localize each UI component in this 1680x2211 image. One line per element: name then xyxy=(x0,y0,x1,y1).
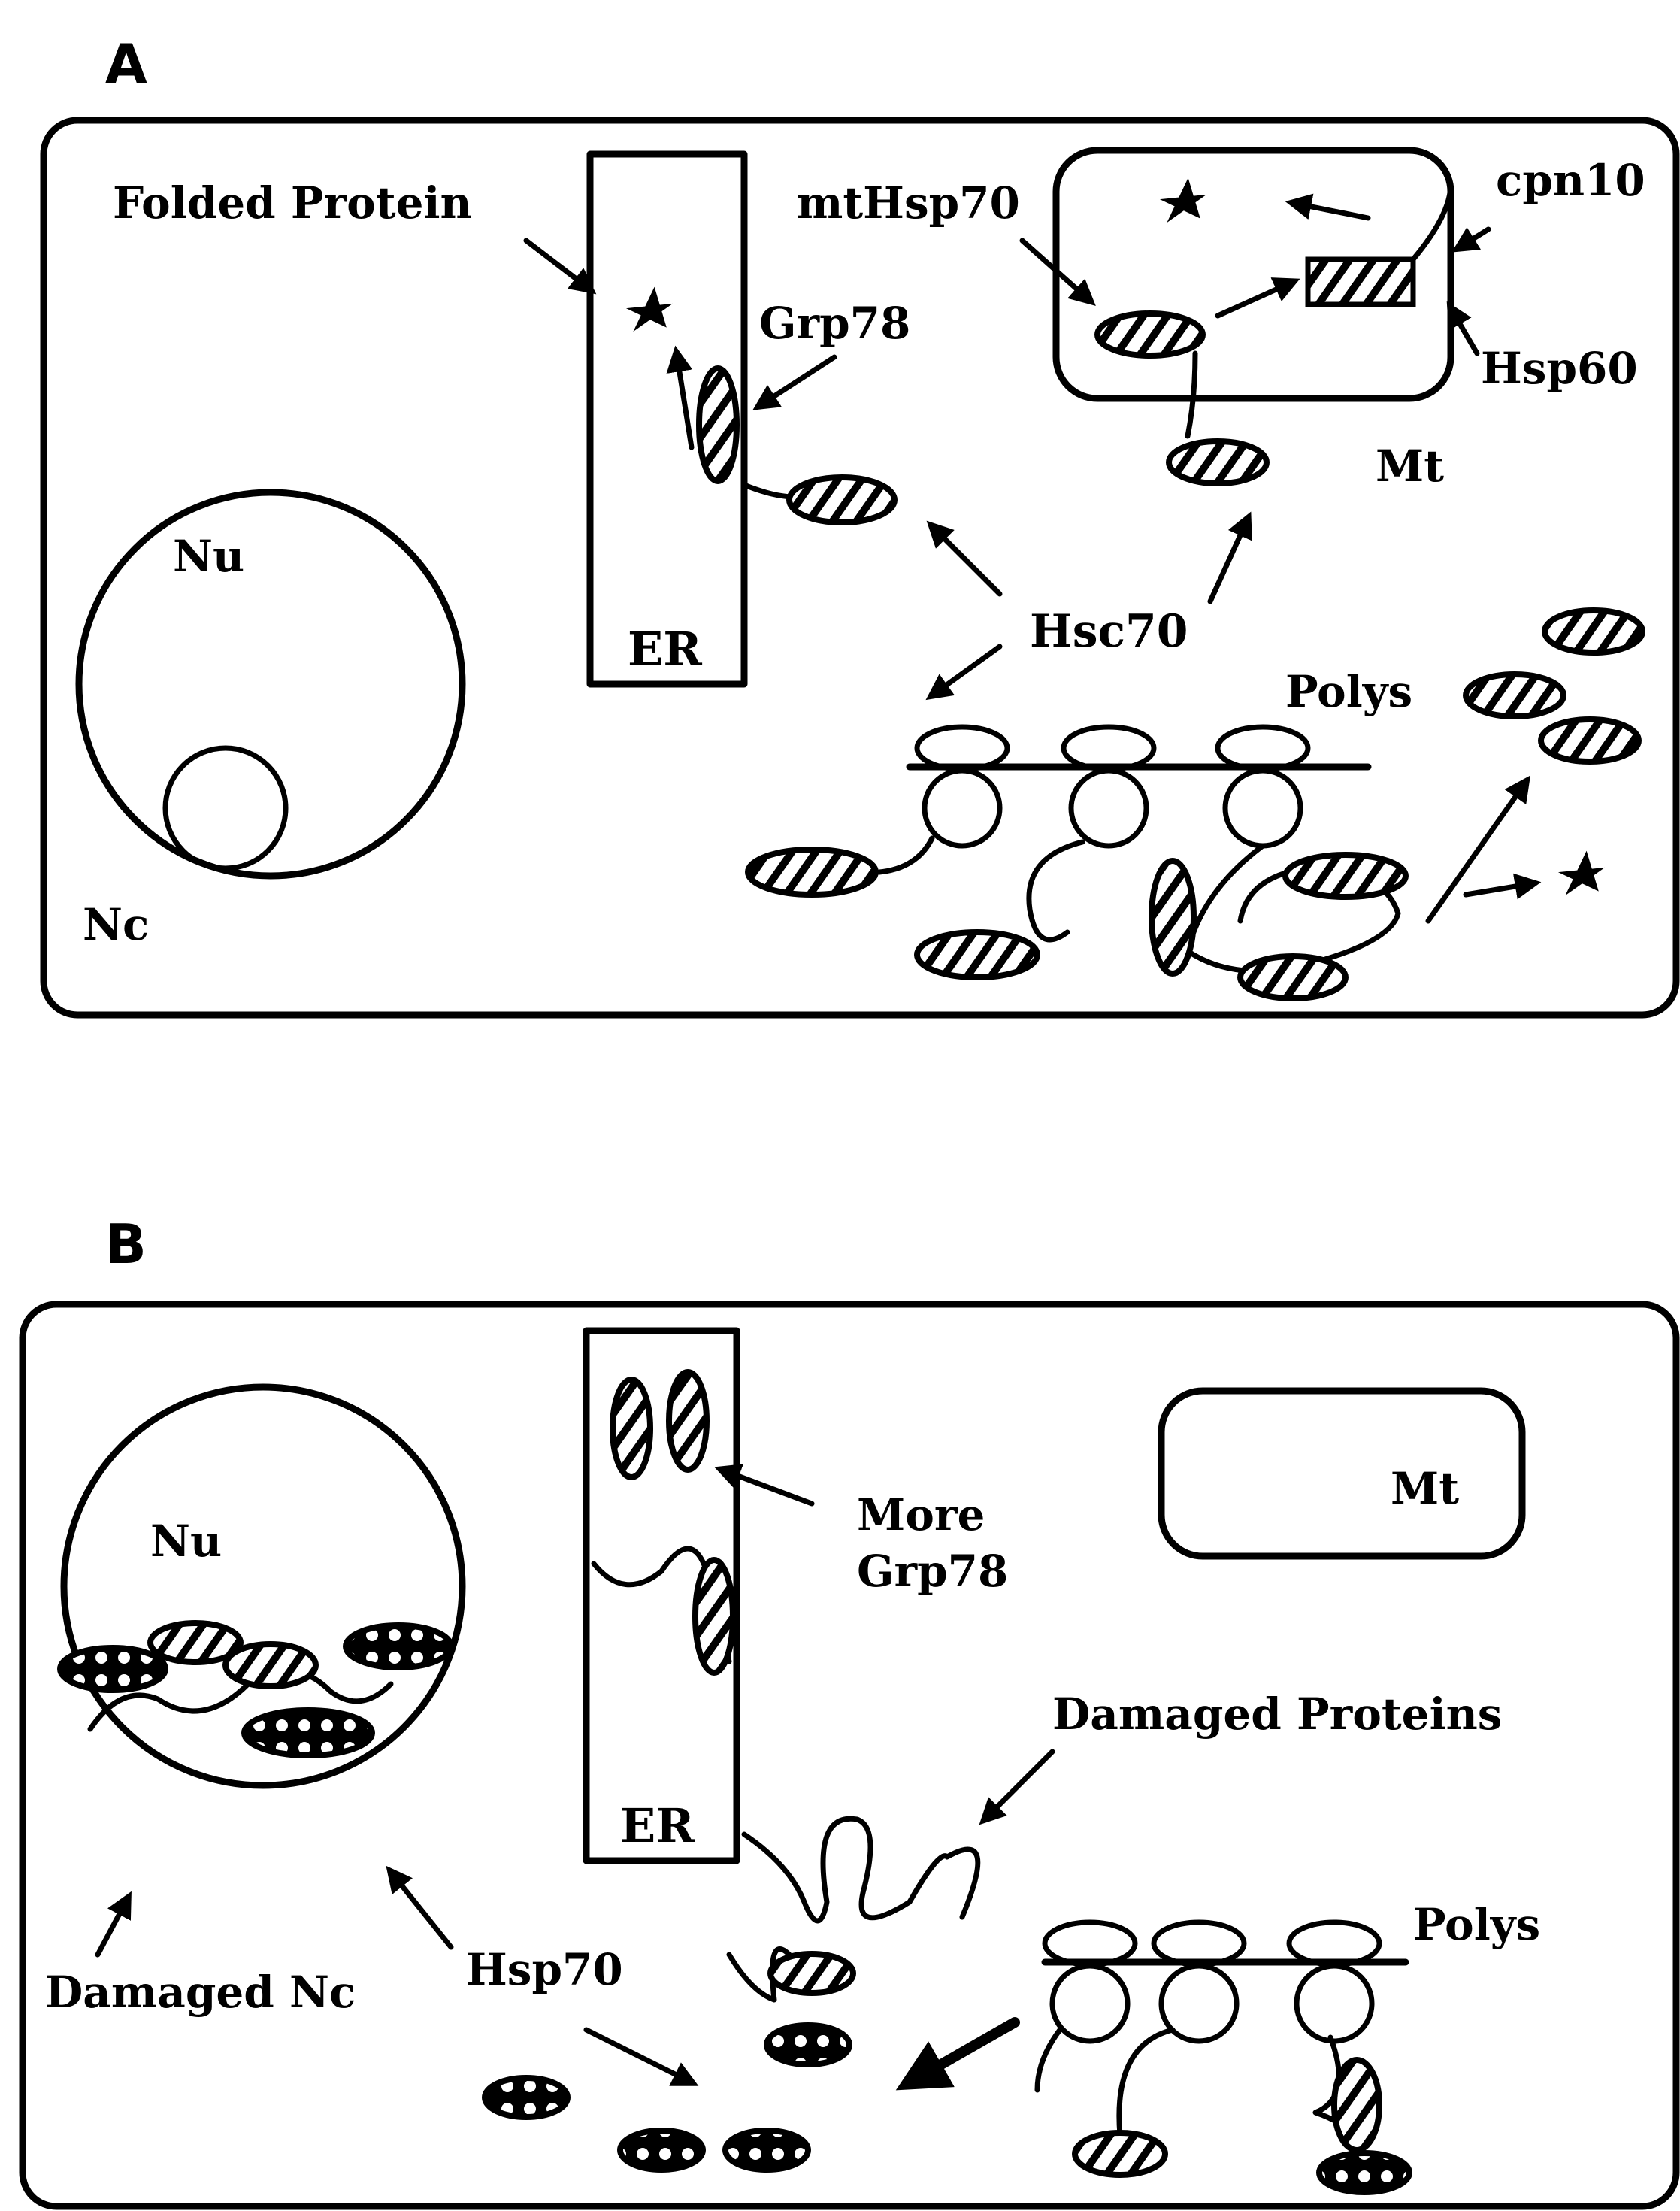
label-more: More xyxy=(857,1489,985,1540)
cpn10-cap xyxy=(1413,184,1451,259)
free-hsc70-2 xyxy=(1466,674,1563,716)
nascent-hsp70-b-2 xyxy=(1334,2060,1379,2150)
cytosol-hsp70-3 xyxy=(485,2078,568,2117)
ribosome-b-2 xyxy=(1154,1922,1244,2041)
ribosome-a-1 xyxy=(917,727,1007,846)
nascent-hsc70-a-1 xyxy=(748,850,876,895)
label-mthsp70: mtHsp70 xyxy=(797,177,1020,229)
arrow-release-folded xyxy=(1466,883,1533,895)
panel-b-letter: B xyxy=(105,1213,147,1276)
nucleus-hsp70-5 xyxy=(346,1625,451,1667)
label-damaged-nc: Damaged Nc xyxy=(45,1967,356,2018)
arrow-cpn10 xyxy=(1458,229,1488,248)
er-grp78-3 xyxy=(695,1560,733,1673)
ribosome-a-2 xyxy=(1064,727,1154,846)
nucleus-a xyxy=(79,492,462,876)
panel-a-letter: A xyxy=(105,32,147,95)
er-grp78-2 xyxy=(669,1372,707,1470)
er-grp78-1 xyxy=(613,1380,650,1477)
nucleus-hsp70-1 xyxy=(60,1648,165,1690)
mthsp70-protein xyxy=(1097,313,1203,356)
label-hsp60: Hsp60 xyxy=(1481,343,1638,394)
free-hsc70-3 xyxy=(1541,719,1639,762)
nucleus-hsp70-3 xyxy=(226,1644,316,1686)
nascent-hsc70-a-3c xyxy=(1240,956,1346,998)
arrow-hsp70-to-nucleus xyxy=(391,1872,451,1947)
nucleolus-a xyxy=(165,748,286,868)
arrow-damaged-nc xyxy=(98,1898,128,1955)
label-nc-a: Nc xyxy=(83,899,149,950)
label-hsc70: Hsc70 xyxy=(1030,605,1188,658)
damaged-protein-coil xyxy=(744,1819,978,1921)
label-nu-a: Nu xyxy=(173,531,244,582)
nascent-hsp70-b-1 xyxy=(1075,2133,1165,2175)
arrow-hsc70-to-mt xyxy=(1210,519,1248,601)
released-folded-star xyxy=(1566,857,1597,889)
label-nu-b: Nu xyxy=(150,1516,222,1567)
label-er-a: ER xyxy=(628,622,702,677)
arrow-mthsp70-to-hsp60 xyxy=(1218,282,1293,316)
label-cpn10: cpn10 xyxy=(1496,155,1645,206)
mitochondrion-b xyxy=(1161,1391,1522,1556)
label-polys-b: Polys xyxy=(1413,1899,1540,1950)
label-hsp70: Hsp70 xyxy=(466,1944,623,1995)
cytosol-hsp70-1 xyxy=(770,1954,853,1993)
label-polys-a: Polys xyxy=(1285,666,1412,717)
label-grp78-a: Grp78 xyxy=(759,298,910,349)
folded-protein-star-mt xyxy=(1168,184,1198,216)
label-folded-protein: Folded Protein xyxy=(113,177,472,229)
arrow-hsp60-to-folded xyxy=(1293,203,1368,218)
label-grp78-b: Grp78 xyxy=(857,1546,1008,1597)
label-damaged-proteins: Damaged Proteins xyxy=(1052,1689,1502,1740)
cytosol-hsp70-5 xyxy=(725,2131,808,2170)
import-chain-a xyxy=(1188,353,1195,436)
ribosome-a-3 xyxy=(1218,727,1308,846)
cell-outline-b xyxy=(23,1304,1676,2206)
free-hsc70-1 xyxy=(1545,610,1642,653)
label-mt-b: Mt xyxy=(1391,1463,1459,1514)
cytosol-hsp70-4 xyxy=(620,2131,703,2170)
arrow-hsp60 xyxy=(1451,308,1477,353)
nascent-hsp70-b-3 xyxy=(1319,2153,1409,2192)
nascent-hsc70-a-2 xyxy=(917,932,1037,977)
hsc70-mt-protein xyxy=(1169,441,1267,483)
label-mt-a: Mt xyxy=(1376,441,1444,492)
ribosome-b-1 xyxy=(1045,1922,1135,2041)
arrow-hsc70-to-polys xyxy=(932,647,1000,695)
hsp60-complex xyxy=(1308,259,1413,304)
arrow-folded-protein xyxy=(526,241,590,289)
arrow-grp78-label xyxy=(759,357,834,406)
nascent-chain-a-1 xyxy=(879,838,932,872)
hsc70-er-protein xyxy=(789,477,894,522)
nascent-hsc70-a-3a xyxy=(1152,861,1194,974)
arrow-hsp70-to-cytosol xyxy=(586,2030,692,2082)
arrow-damaged-proteins xyxy=(985,1752,1052,1819)
nascent-chain-b-1 xyxy=(1037,2030,1060,2090)
grp78-a xyxy=(699,368,737,481)
arrow-release-hsc70 xyxy=(1428,782,1526,921)
label-er-b: ER xyxy=(620,1798,695,1853)
arrow-grp78-to-folded xyxy=(677,353,692,447)
arrow-polys-to-cytosol xyxy=(910,2022,1015,2082)
folded-protein-star-a xyxy=(634,293,664,325)
nucleus-hsp70-4 xyxy=(244,1710,372,1755)
nascent-chain-a-2 xyxy=(1029,842,1082,940)
ribosome-b-3 xyxy=(1289,1922,1379,2041)
cytosol-hsp70-2 xyxy=(767,2025,849,2064)
nascent-chain-b-2 xyxy=(1119,2030,1173,2135)
arrow-hsc70-to-er xyxy=(932,526,1000,594)
nascent-hsc70-a-3b xyxy=(1285,855,1406,897)
